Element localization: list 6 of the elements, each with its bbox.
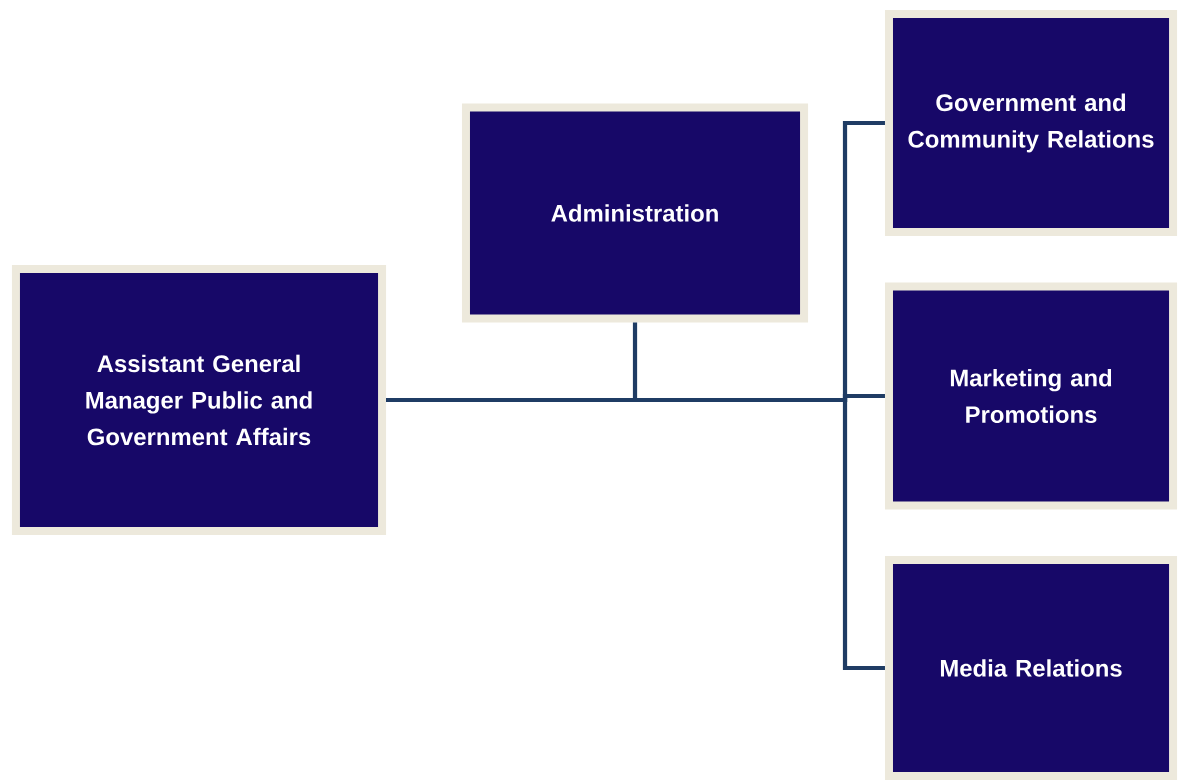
org-box: Media Relations xyxy=(884,555,1178,781)
connector-line xyxy=(386,397,885,671)
org-box: Government and Community Relations xyxy=(884,9,1178,237)
org-box: Assistant General Manager Public and Government Affairs xyxy=(11,264,387,536)
org-box: Marketing and Promotions xyxy=(884,282,1178,510)
org-box: Administration xyxy=(461,103,809,323)
